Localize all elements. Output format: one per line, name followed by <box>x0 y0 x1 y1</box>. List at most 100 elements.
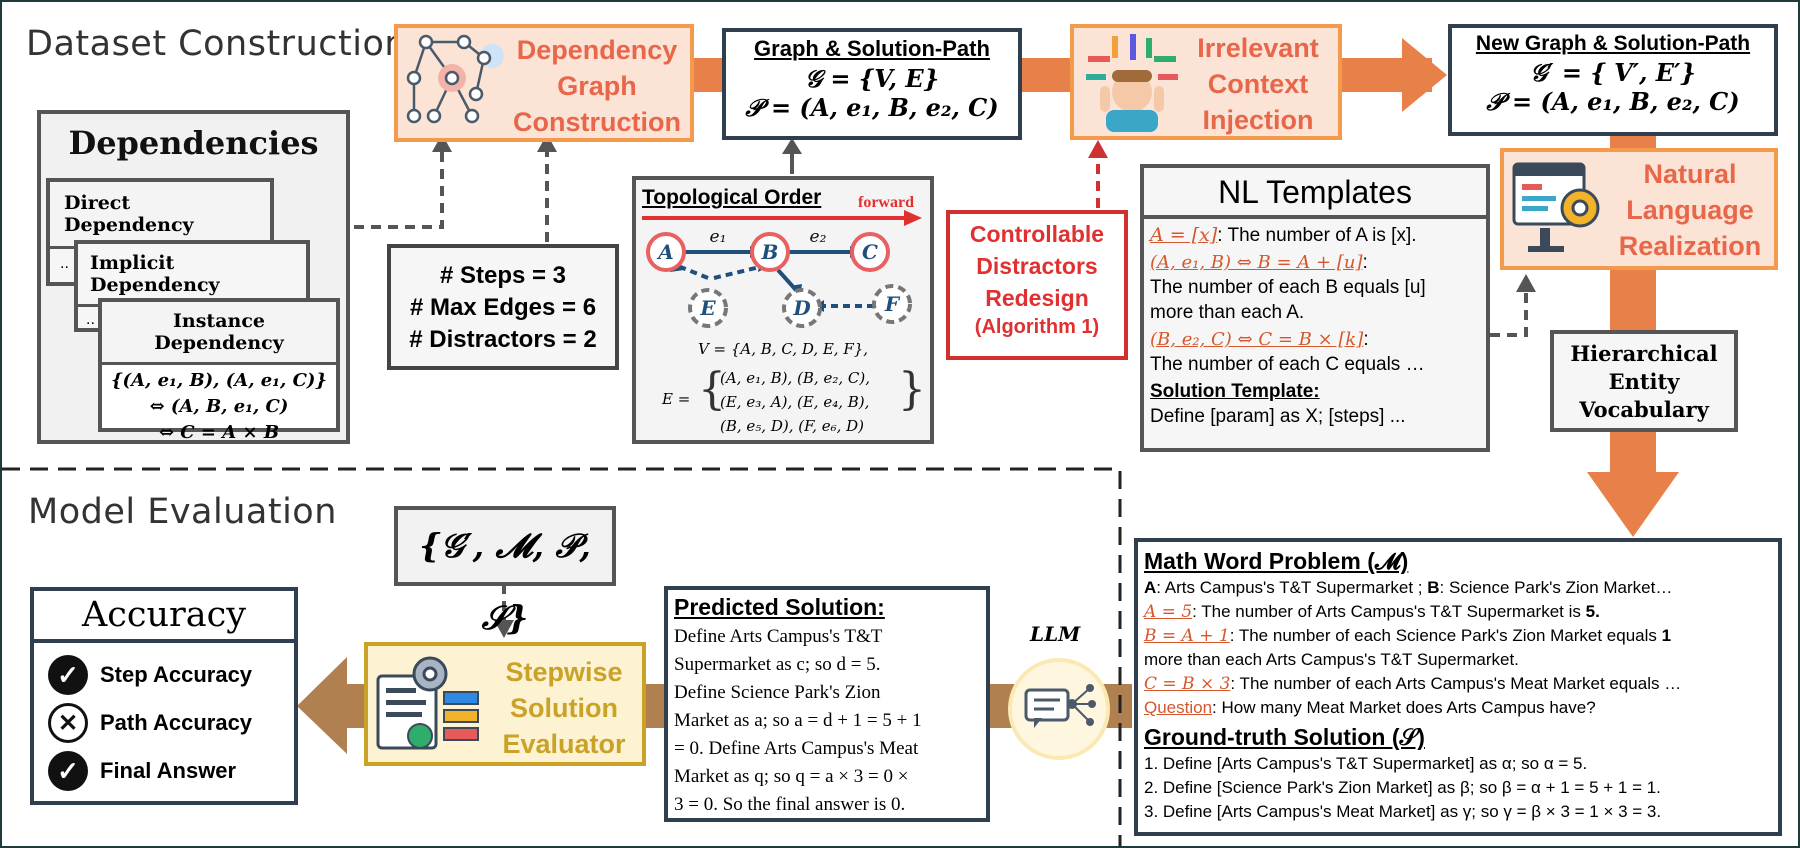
dgc-line-2: Graph <box>557 71 637 101</box>
node-a-label: A <box>656 240 674 264</box>
ici-line-3: Injection <box>1202 105 1314 135</box>
predicted-line-7: 3 = 0. So the final answer is 0. <box>674 794 906 815</box>
new-graph-g: 𝒢′ = { V′, E′} <box>1530 58 1696 87</box>
predicted-line-2: Supermarket as c; so d = 5. <box>674 654 881 675</box>
dep-formula-3: ⇔ C = A × B <box>158 422 280 443</box>
dgc-line-1: Dependency <box>516 35 678 65</box>
sse-line-2: Solution <box>510 693 618 723</box>
entity-vocabulary-box: Hierarchical Entity Vocabulary <box>1550 330 1738 432</box>
node-d-label: D <box>792 296 811 320</box>
node-f <box>872 284 912 324</box>
section-title-construction: Dataset Construction <box>26 24 408 64</box>
predicted-solution-panel: Predicted Solution: Define Arts Campus's… <box>664 586 990 822</box>
code-gear-icon <box>1512 162 1600 252</box>
dashed-link-deps <box>354 142 444 229</box>
node-d <box>782 288 822 328</box>
mwp-line3-text: : The number of each Science Park's Zion… <box>1229 626 1662 645</box>
nl-realization-box: Natural Language Realization <box>1500 148 1778 270</box>
mwp-line2-text: : The number of Arts Campus's T&T Superm… <box>1192 602 1586 621</box>
brace-left: { <box>698 364 726 415</box>
solution-template-text: Define [param] as X; [steps] ... <box>1150 406 1406 427</box>
node-a <box>646 232 686 272</box>
graph-solution-g: 𝒢 = {V, E} <box>804 64 940 93</box>
predicted-line-5: = 0. Define Arts Campus's Meat <box>674 738 919 759</box>
path-accuracy-x-icon: ✕ <box>48 703 88 743</box>
node-b <box>750 232 790 272</box>
mwp-line5-text: : The number of each Arts Campus's Meat … <box>1230 674 1682 693</box>
graph-solution-title: Graph & Solution-Path <box>754 36 990 61</box>
predicted-line-3: Define Science Park's Zion <box>674 682 881 703</box>
new-graph-p: 𝒫 = (A, e₁, B, e₂, C) <box>1486 87 1740 116</box>
sse-line-3: Evaluator <box>502 729 626 759</box>
mwp-line3-key: B = A + 1 <box>1144 626 1230 646</box>
mwp-line1-c: B <box>1427 578 1440 597</box>
direct-ellipsis: .. <box>60 255 69 272</box>
mwp-question-text: : How many Meat Market does Arts Campus … <box>1212 698 1596 717</box>
direct-dependency-label: Direct Dependency <box>50 182 270 249</box>
node-e-label: E <box>699 296 716 320</box>
solution-template-title: Solution Template: <box>1150 381 1320 402</box>
topological-order-panel: Topological Order forward <box>632 176 934 444</box>
node-f-label: F <box>884 292 901 316</box>
mwp-line1-b: : Arts Campus's T&T Supermarket ; <box>1156 578 1428 597</box>
path-accuracy-label: Path Accuracy <box>100 710 253 735</box>
template-2-text-1: The number of each B equals [u] <box>1150 277 1426 298</box>
arrowhead-topo <box>782 138 802 154</box>
mwp-line1-d: : Science Park's Zion Market… <box>1439 578 1673 597</box>
dashed-arrowhead-red <box>1088 140 1108 158</box>
instance-dependency-label: Instance Dependency <box>102 302 336 365</box>
node-e <box>688 288 728 328</box>
ici-line-2: Context <box>1207 69 1309 99</box>
dep-formula-1: {(A, e₁, B), (A, e₁, C)} <box>110 370 328 391</box>
section-title-evaluation: Model Evaluation <box>28 492 337 532</box>
implicit-ellipsis: .. <box>86 311 95 328</box>
section-divider <box>2 467 1122 846</box>
mwp-line5-key: C = B × 3 <box>1144 674 1231 694</box>
topo-e-label: E = <box>662 390 691 408</box>
stepwise-evaluator-box: Stepwise Solution Evaluator <box>364 642 646 766</box>
dep-formula-2: ⇔ (A, B, e₁, C) <box>149 396 289 417</box>
node-c <box>850 232 890 272</box>
distractor-redesign-box: Controllable Distractors Redesign (Algor… <box>946 210 1128 360</box>
gt-line-1: 1. Define [Arts Campus's T&T Supermarket… <box>1144 754 1588 773</box>
template-2-colon: : <box>1362 252 1368 273</box>
dashed-arrowhead-4 <box>494 620 514 638</box>
mwp-question-key: Question <box>1144 698 1213 717</box>
hev-line-3: Vocabulary <box>1579 397 1709 422</box>
eval-arrowhead <box>297 657 347 754</box>
dashed-link-templates <box>1490 287 1528 337</box>
template-3-key: (B, e₂, C) ⇔ C = B × [k] <box>1150 329 1364 350</box>
template-2-key: (A, e₁, B) ⇔ B = A + [u] <box>1150 252 1363 273</box>
brace-right: } <box>898 364 926 415</box>
accuracy-panel: Accuracy ✓ Step Accuracy ✕ Path Accuracy… <box>30 587 298 805</box>
dashed-arrowhead-3 <box>1516 274 1536 292</box>
mwp-line2-val: 5. <box>1585 602 1600 621</box>
param-distractors: # Distractors = 2 <box>409 326 597 353</box>
param-steps: # Steps = 3 <box>439 262 567 289</box>
node-b-label: B <box>761 240 779 264</box>
edge-label-e1: e₁ <box>710 227 727 247</box>
tuple-text: {𝒢′, 𝓜, 𝒫, 𝒮} <box>419 526 591 637</box>
flow-arrowhead-down <box>1587 472 1679 537</box>
evaluator-icon <box>376 656 479 750</box>
template-1-text: : The number of A is [x]. <box>1217 225 1417 246</box>
template-1-key: A = [x] <box>1150 224 1218 246</box>
llm-label: LLM <box>1030 622 1081 646</box>
mwp-line1-a: A <box>1144 578 1157 597</box>
gt-line-2: 2. Define [Science Park's Zion Market] a… <box>1144 778 1661 797</box>
mwp-line3-val: 1 <box>1661 626 1672 645</box>
irrelevant-context-box: Irrelevant Context Injection <box>1070 24 1342 140</box>
overload-head-icon <box>1086 34 1178 132</box>
predicted-line-6: Market as q; so q = a × 3 = 0 × <box>674 766 909 787</box>
dgc-line-3: Construction <box>513 107 681 137</box>
tuple-box: {𝒢′, 𝓜, 𝒫, 𝒮} <box>394 506 616 637</box>
cdr-line-2: Distractors <box>976 253 1098 279</box>
hev-line-2: Entity <box>1608 369 1680 394</box>
template-2-text-2: more than each A. <box>1150 302 1305 323</box>
dependency-graph-construction-box: Dependency Graph Construction <box>394 24 694 142</box>
node-c-label: C <box>862 240 878 264</box>
params-box: # Steps = 3 # Max Edges = 6 # Distractor… <box>387 244 619 370</box>
topo-e-row-2: (E, e₃, A), (E, e₄, B), <box>720 393 870 411</box>
nlr-line-1: Natural <box>1643 159 1737 189</box>
